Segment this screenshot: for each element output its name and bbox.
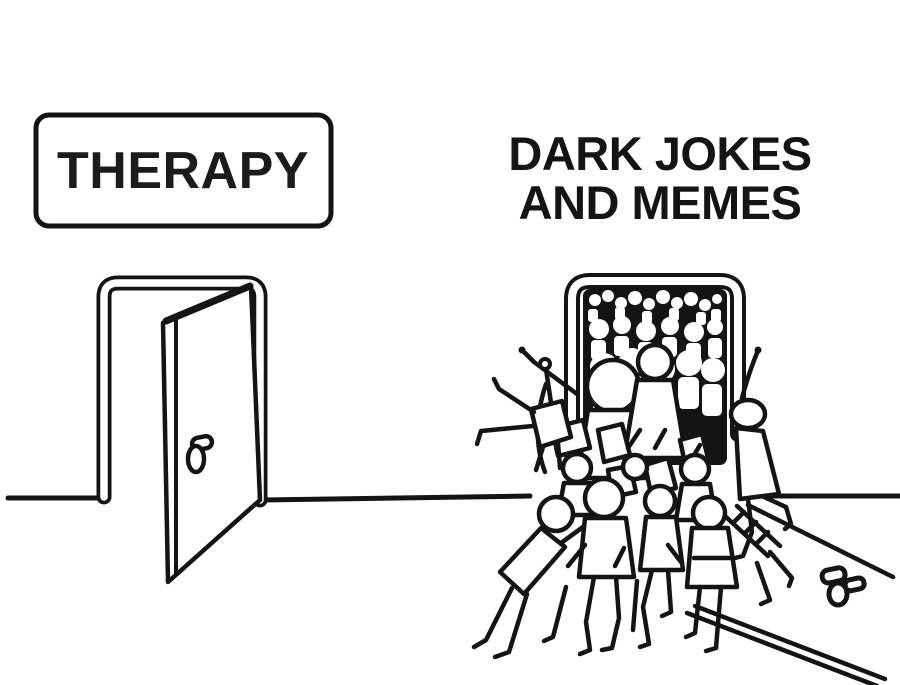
therapy-sign	[33, 112, 334, 229]
crowd-figure	[471, 494, 576, 660]
door-handle-icon	[185, 433, 215, 475]
crowd-figure-fallen	[722, 503, 795, 607]
stray-leg	[541, 584, 569, 644]
crowd-figure	[637, 483, 686, 650]
memes-doorway-frame	[564, 273, 746, 463]
memes-caption-line2: AND MEMES	[518, 176, 802, 229]
fallen-door-handle-icon	[819, 565, 867, 608]
memes-caption-line1: DARK JOKES	[508, 127, 812, 180]
therapy-door-illustration	[96, 275, 268, 585]
crowd-sticks	[565, 542, 684, 569]
therapy-door-frame	[96, 275, 268, 508]
memes-caption: DARK JOKES AND MEMES	[455, 129, 865, 227]
crowd-figure-flailing	[474, 357, 574, 473]
therapy-sign-label: THERAPY	[57, 141, 309, 200]
floor-line-middle	[259, 493, 533, 503]
crowd-figure	[621, 342, 689, 461]
crowd-figures	[471, 342, 795, 660]
crowd-figure	[558, 476, 637, 657]
stray-leg	[630, 578, 640, 633]
crowd-figure	[683, 494, 740, 654]
crowd-figure-diving	[728, 346, 794, 561]
therapy-door-panel	[160, 282, 263, 585]
